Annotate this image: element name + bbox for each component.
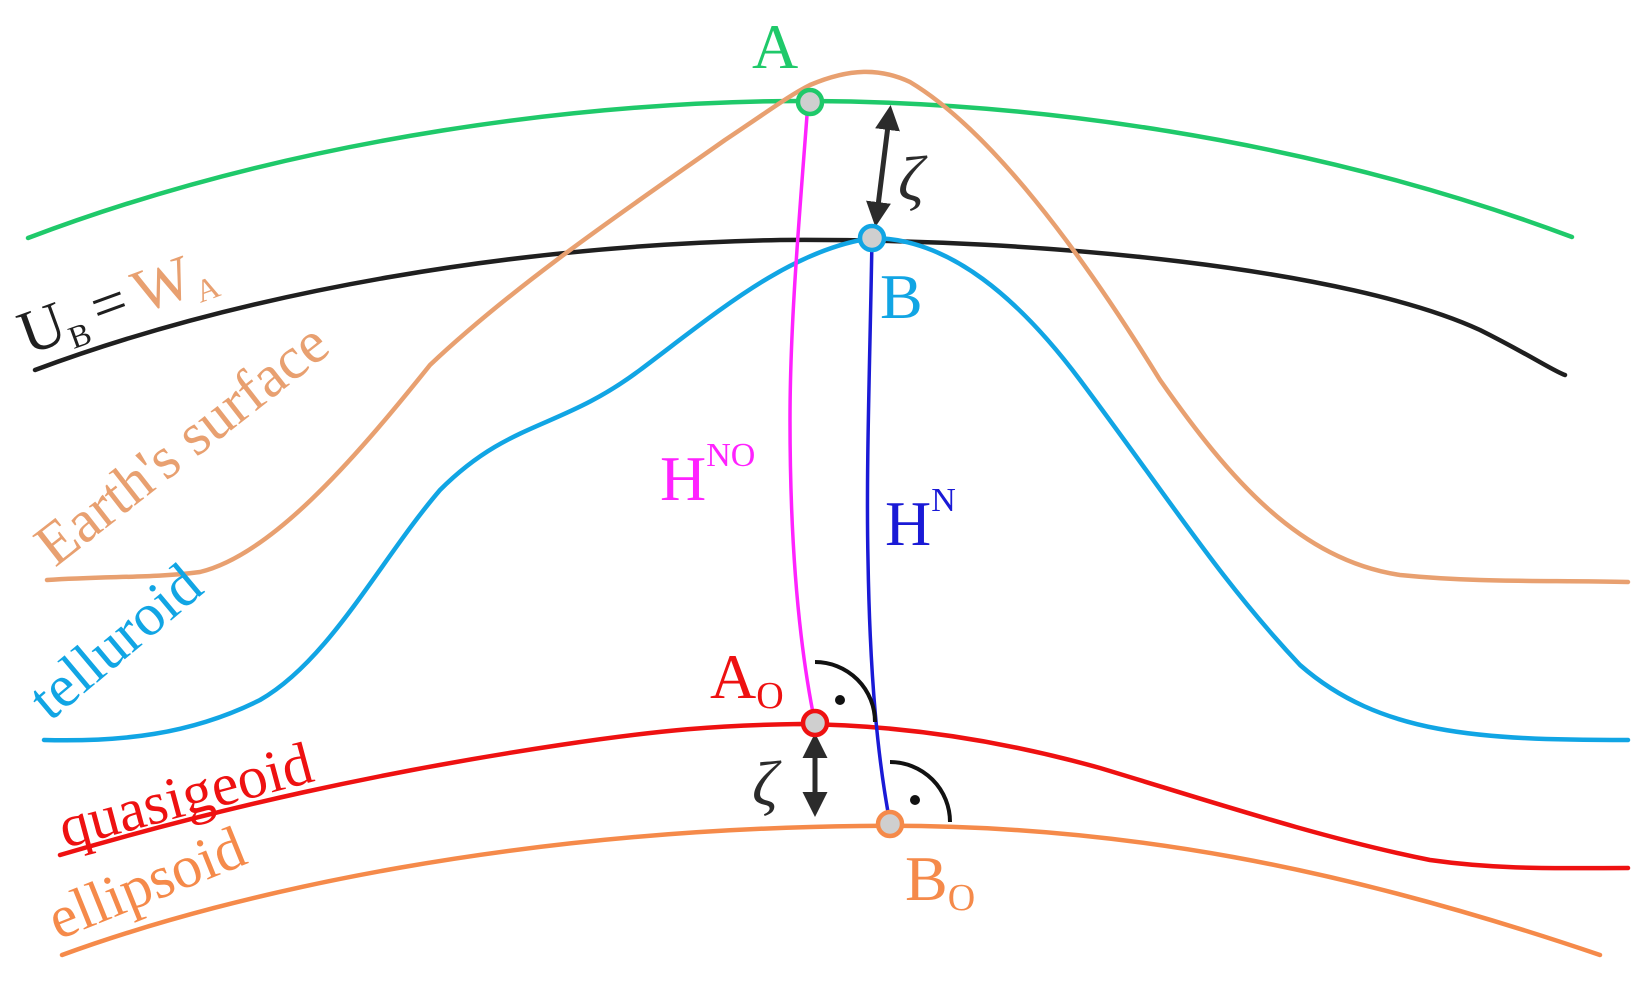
normal-height-label: HN [885,482,956,559]
point-b0-label: BO [905,843,975,919]
quasigeoid-curve [57,721,1631,871]
point-a-marker [795,87,825,117]
normal-orthometric-height-label: HNO [660,437,755,514]
double-headed-arrow [866,105,900,227]
zeta-upper-label: ζ [898,143,928,214]
equipotential-surface-black [32,237,1568,378]
normal-height-line [865,236,892,825]
point-a-label: A [752,11,798,82]
point-b-marker [857,223,887,253]
zeta-lower-label: ζ [752,748,782,819]
point-b0-marker [875,809,905,839]
ellipsoid-curve [59,823,1603,958]
telluroid-curve [41,235,1631,743]
point-a0-label: AO [710,641,784,717]
right-angle-arc [889,760,952,823]
point-a0-marker [800,708,830,738]
earth-surface-curve [44,69,1631,585]
right-angle-arc [814,660,877,723]
point-b-label: B [880,261,923,332]
equipotential-label: UB=WA [10,235,225,371]
normal-orthometric-height-line [788,100,817,725]
